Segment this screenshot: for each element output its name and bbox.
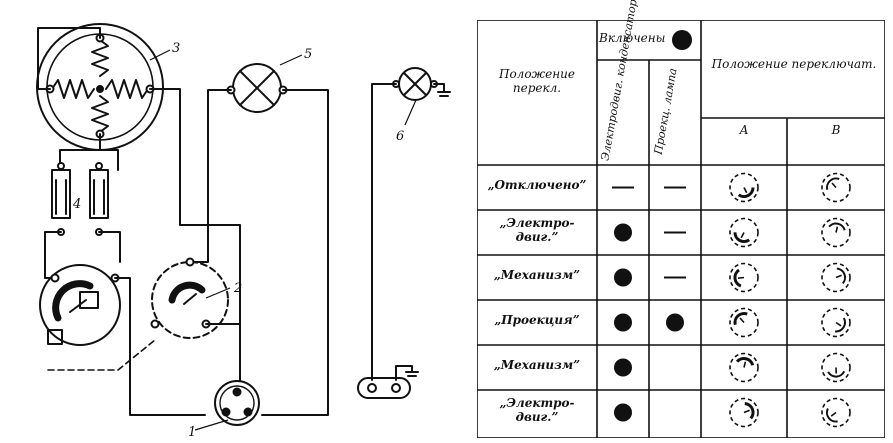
lamp-6: [392, 67, 438, 101]
label-3: 3: [172, 41, 180, 56]
header-on: Включены: [599, 31, 666, 45]
column-a: А: [739, 123, 749, 137]
switch-b-position-icon: [821, 172, 851, 203]
switch-b-position-icon: [821, 352, 851, 383]
electrodes-status-dot: [614, 268, 632, 287]
row-label: „Механизм”: [493, 358, 581, 372]
socket-1: [214, 380, 260, 426]
label-4: 4: [72, 197, 81, 212]
switch-b-position-icon: [821, 262, 851, 293]
row-label: „Механизм”: [493, 268, 581, 282]
electrodes-status-dot: [614, 403, 632, 422]
switch-b: [150, 257, 229, 339]
terminal-strip: [357, 377, 411, 399]
switch-a: [39, 264, 121, 346]
wiring-schematic: 1 2 3 4 5 6: [36, 23, 451, 440]
lamp-5: [226, 63, 288, 113]
switch-a-position-icon: [729, 397, 759, 428]
switch-a-position-icon: [729, 217, 759, 248]
electrodes-status-dot: [614, 223, 632, 242]
label-5: 5: [304, 47, 312, 62]
switch-b-position-icon: [821, 397, 851, 428]
column-b: В: [831, 123, 841, 137]
electrodes-status-dot: [614, 358, 632, 377]
header-position: Положение перекл.: [498, 67, 576, 95]
heater-assembly: [36, 23, 164, 151]
switch-a-position-icon: [729, 262, 759, 293]
label-1: 1: [188, 425, 196, 440]
header-switch-position: Положение переключат.: [711, 57, 877, 71]
switch-b-position-icon: [821, 217, 851, 248]
switch-a-position-icon: [729, 172, 759, 203]
label-2: 2: [233, 281, 242, 296]
row-label: „Электро-двиг.”: [499, 216, 575, 244]
row-label: „Отключено”: [487, 178, 587, 192]
switch-b-position-icon: [821, 307, 851, 338]
indicator-dot-icon: [672, 30, 692, 50]
switch-state-table: Положение перекл. Включены Электродвиг. …: [477, 0, 885, 438]
lamp-status-dot: [666, 313, 684, 332]
row-label: „Проекция”: [494, 313, 580, 327]
switch-a-position-icon: [729, 307, 759, 338]
switch-a-position-icon: [729, 352, 759, 383]
electrodes-status-dot: [614, 313, 632, 332]
row-label: „Электро-двиг.”: [499, 396, 575, 424]
label-6: 6: [396, 129, 404, 144]
